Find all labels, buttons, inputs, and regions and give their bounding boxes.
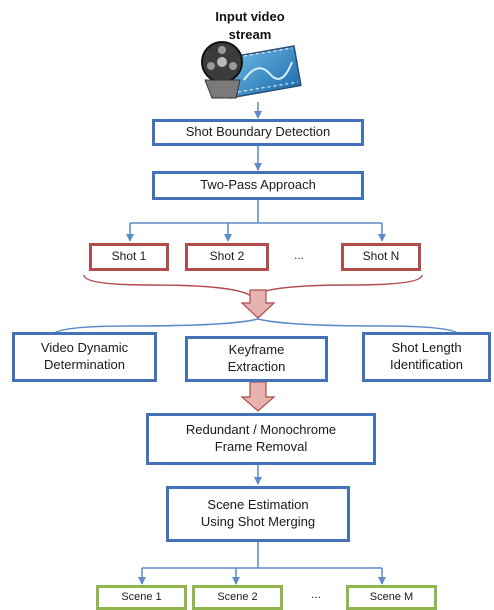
scene-m-label: Scene M bbox=[369, 591, 414, 604]
scene-m-box: Scene M bbox=[346, 585, 437, 610]
redundant-frame-removal-box: Redundant / Monochrome Frame Removal bbox=[146, 413, 376, 465]
film-reel-icon bbox=[201, 41, 302, 99]
shot-1-box: Shot 1 bbox=[89, 243, 169, 271]
shots-ellipsis: ... bbox=[294, 248, 305, 262]
scene-1-label: Scene 1 bbox=[121, 591, 162, 604]
redundant-frame-removal-text: Redundant / Monochrome Frame Removal bbox=[185, 422, 337, 454]
keyframe-extraction-text: Keyframe Extraction bbox=[227, 342, 286, 374]
scene-1-box: Scene 1 bbox=[96, 585, 187, 610]
shot-length-identification-box: Shot Length Identification bbox=[362, 332, 491, 382]
shot-n-label: Shot N bbox=[362, 249, 400, 264]
shot-2-label: Shot 2 bbox=[209, 249, 245, 264]
shot-boundary-detection-box: Shot Boundary Detection bbox=[152, 119, 364, 146]
scene-2-label: Scene 2 bbox=[217, 591, 258, 604]
scene-estimation-box: Scene Estimation Using Shot Merging bbox=[166, 486, 350, 542]
scenes-ellipsis: ... bbox=[311, 587, 322, 601]
scene-2-box: Scene 2 bbox=[192, 585, 283, 610]
two-pass-approach-text: Two-Pass Approach bbox=[200, 177, 316, 193]
shot-length-identification-text: Shot Length Identification bbox=[390, 340, 463, 372]
scene-estimation-text: Scene Estimation Using Shot Merging bbox=[200, 497, 316, 529]
input-video-stream-label: Input video stream bbox=[215, 9, 285, 42]
shot-2-box: Shot 2 bbox=[185, 243, 269, 271]
video-dynamic-determination-text: Video Dynamic Determination bbox=[40, 340, 129, 372]
shot-boundary-detection-text: Shot Boundary Detection bbox=[185, 124, 331, 140]
keyframe-extraction-box: Keyframe Extraction bbox=[185, 336, 328, 382]
shot-n-box: Shot N bbox=[341, 243, 421, 271]
two-pass-approach-box: Two-Pass Approach bbox=[152, 171, 364, 200]
shot-1-label: Shot 1 bbox=[111, 249, 147, 264]
video-dynamic-determination-box: Video Dynamic Determination bbox=[12, 332, 157, 382]
